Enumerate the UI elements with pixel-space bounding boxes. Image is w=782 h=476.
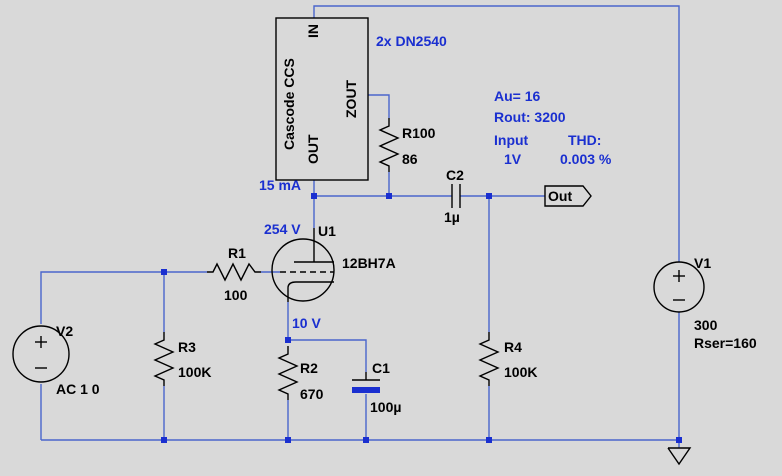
v2-value: AC 1 0 <box>56 381 100 397</box>
resistor-r1[interactable] <box>207 262 261 282</box>
wire-supply-top <box>313 5 680 262</box>
resistor-r100[interactable] <box>378 118 400 172</box>
capacitor-c1[interactable] <box>352 372 380 393</box>
r1-ref: R1 <box>228 245 246 261</box>
junctions <box>161 193 682 443</box>
r2-ref: R2 <box>300 360 318 376</box>
v2-ref: V2 <box>56 323 73 339</box>
r1-value: 100 <box>224 287 248 303</box>
net-label-out-text: Out <box>548 188 572 204</box>
resistor-r4[interactable] <box>478 332 500 386</box>
wires <box>40 5 680 448</box>
resistor-r3[interactable] <box>153 332 175 386</box>
c1-value: 100µ <box>370 399 401 415</box>
junction-gnd-r4 <box>486 437 492 443</box>
c2-value: 1µ <box>444 209 460 225</box>
junction-gnd-r2 <box>285 437 291 443</box>
annotation-current: 15 mA <box>259 177 301 193</box>
net-label-out[interactable]: Out <box>544 185 592 207</box>
r2-value: 670 <box>300 386 324 402</box>
junction-gnd-r3 <box>161 437 167 443</box>
v1-ref: V1 <box>694 255 711 271</box>
annotation-input-value: 1V <box>504 151 522 167</box>
voltage-source-v1[interactable] <box>653 261 705 313</box>
v1-value: 300 <box>694 317 718 333</box>
ground-icon <box>667 447 692 466</box>
c1-ref: C1 <box>372 360 390 376</box>
u1-ref: U1 <box>318 223 336 239</box>
ccs-pin-out: OUT <box>305 134 321 164</box>
junction-input <box>161 269 167 275</box>
ccs-pin-zout: ZOUT <box>343 79 359 118</box>
annotation-thd-label: THD: <box>568 132 601 148</box>
annotation-thd-value: 0.003 % <box>560 151 612 167</box>
ccs-pin-in: IN <box>305 24 321 38</box>
junction-output <box>486 193 492 199</box>
resistor-r2[interactable] <box>277 346 299 400</box>
annotation-gain: Au= 16 <box>494 88 541 104</box>
triode-u1[interactable] <box>271 228 335 302</box>
junction-gnd-c1 <box>363 437 369 443</box>
ccs-block[interactable]: Cascode CCS IN OUT ZOUT <box>275 17 369 181</box>
capacitor-c2[interactable] <box>451 184 461 208</box>
u1-value: 12BH7A <box>342 255 396 271</box>
c2-ref: C2 <box>446 167 464 183</box>
voltage-source-v2[interactable] <box>12 325 70 383</box>
r4-value: 100K <box>504 364 537 380</box>
r4-ref: R4 <box>504 339 522 355</box>
annotation-cathode-voltage: 10 V <box>292 315 321 331</box>
annotation-plate-voltage: 254 V <box>264 221 301 237</box>
r3-ref: R3 <box>178 339 196 355</box>
junction-gnd-v1 <box>676 437 682 443</box>
junction-plate <box>311 193 317 199</box>
r3-value: 100K <box>178 364 211 380</box>
wire-input-top <box>40 271 207 324</box>
v1-extra: Rser=160 <box>694 335 757 351</box>
annotation-input-label: Input <box>494 132 529 148</box>
ccs-note: 2x DN2540 <box>376 33 447 49</box>
ccs-name: Cascode CCS <box>281 58 297 150</box>
junction-cathode <box>285 337 291 343</box>
r100-value: 86 <box>402 151 418 167</box>
wire-c1-top <box>288 339 367 372</box>
r100-ref: R100 <box>402 125 436 141</box>
annotation-rout: Rout: 3200 <box>494 109 566 125</box>
wire-zout <box>368 94 390 118</box>
junction-r100 <box>386 193 392 199</box>
